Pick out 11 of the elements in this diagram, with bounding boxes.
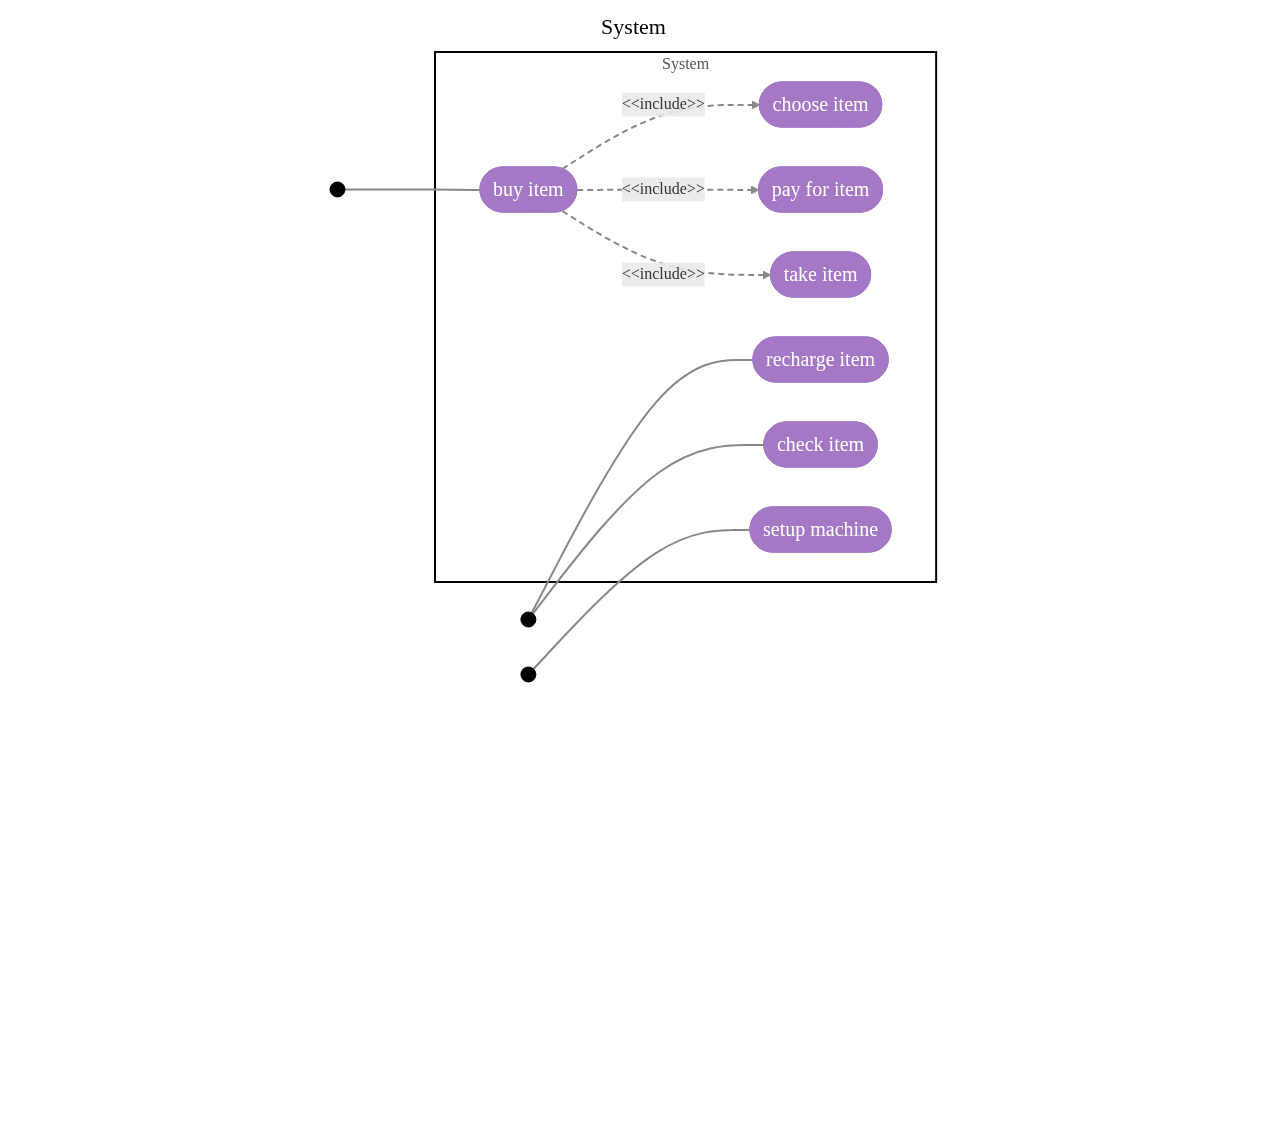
- connector: [532, 528, 752, 670]
- node-person: [520, 611, 537, 628]
- edge-label: <<include>>: [622, 95, 706, 113]
- node-person: [329, 181, 346, 198]
- node-person: [520, 666, 537, 683]
- connector: [531, 358, 755, 614]
- edge-label: <<include>>: [622, 180, 706, 198]
- edge-label: <<include>>: [622, 265, 706, 283]
- connector: [532, 443, 766, 615]
- connector: [344, 188, 482, 191]
- diagram-title: System: [600, 13, 667, 41]
